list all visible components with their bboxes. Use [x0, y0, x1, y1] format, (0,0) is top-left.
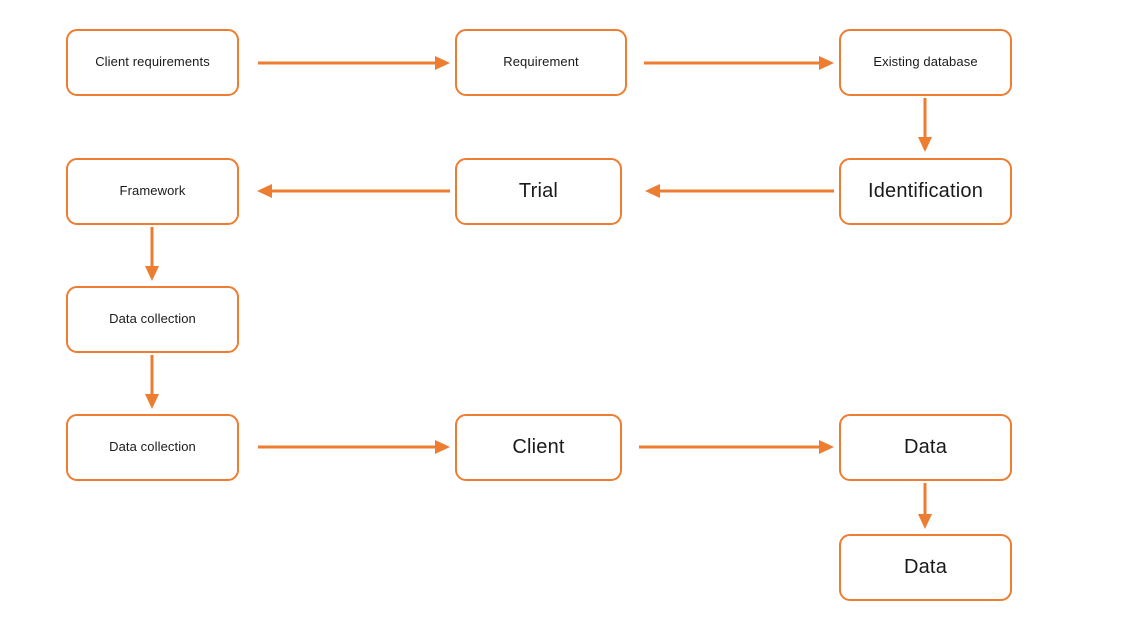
arrow-edge-requirement-to-existing-database	[644, 56, 834, 70]
arrow-edge-identification-to-trial	[645, 184, 834, 198]
node-data-2[interactable]: Data	[839, 534, 1012, 601]
arrow-edge-data-collection-1-to-data-collection-2	[145, 355, 159, 409]
node-data-collection-2[interactable]: Data collection	[66, 414, 239, 481]
arrow-edge-data-collection-2-to-client	[258, 440, 450, 454]
arrow-head-icon	[819, 440, 834, 454]
node-data-1[interactable]: Data	[839, 414, 1012, 481]
arrow-head-icon	[645, 184, 660, 198]
arrow-head-icon	[435, 440, 450, 454]
node-client-requirements[interactable]: Client requirements	[66, 29, 239, 96]
arrow-head-icon	[435, 56, 450, 70]
node-label: Identification	[867, 180, 984, 202]
arrow-head-icon	[145, 266, 159, 281]
node-requirement[interactable]: Requirement	[455, 29, 627, 96]
node-label: Framework	[119, 183, 186, 199]
node-identification[interactable]: Identification	[839, 158, 1012, 225]
arrow-head-icon	[819, 56, 834, 70]
arrow-edge-client-to-data-1	[639, 440, 834, 454]
node-trial[interactable]: Trial	[455, 158, 622, 225]
node-label: Data	[903, 556, 948, 578]
arrow-edge-existing-database-to-identification	[918, 98, 932, 152]
arrow-edge-data-1-to-data-2	[918, 483, 932, 529]
node-label: Data collection	[109, 439, 196, 455]
arrow-head-icon	[918, 514, 932, 529]
node-data-collection-1[interactable]: Data collection	[66, 286, 239, 353]
node-label: Client requirements	[95, 54, 210, 70]
node-label: Requirement	[503, 54, 579, 70]
node-label: Existing database	[873, 54, 978, 70]
arrow-edge-trial-to-framework	[257, 184, 450, 198]
node-label: Data	[903, 436, 948, 458]
arrow-head-icon	[145, 394, 159, 409]
node-framework[interactable]: Framework	[66, 158, 239, 225]
node-label: Trial	[518, 180, 559, 202]
arrow-edge-framework-to-data-collection-1	[145, 227, 159, 281]
node-label: Client	[512, 436, 565, 458]
arrow-head-icon	[918, 137, 932, 152]
arrow-edge-client-requirements-to-requirement	[258, 56, 450, 70]
arrow-head-icon	[257, 184, 272, 198]
node-label: Data collection	[109, 311, 196, 327]
node-client[interactable]: Client	[455, 414, 622, 481]
node-existing-database[interactable]: Existing database	[839, 29, 1012, 96]
